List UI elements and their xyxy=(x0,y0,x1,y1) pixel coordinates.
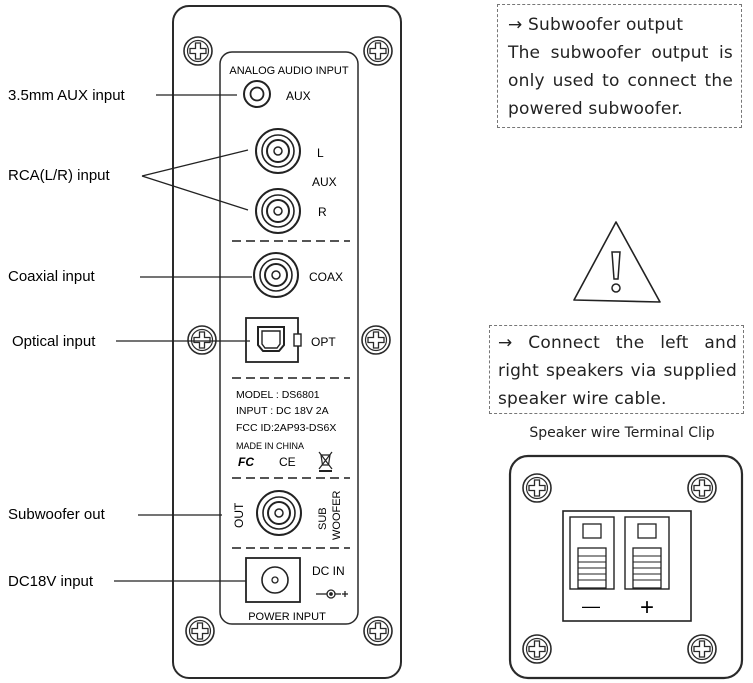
input-rating-text: INPUT : DC 18V 2A xyxy=(236,405,329,417)
callout-subwoofer-out: Subwoofer out xyxy=(8,506,106,523)
subwoofer-note-title: → Subwoofer output xyxy=(508,15,684,35)
callout-dc-input: DC18V input xyxy=(8,573,94,590)
speaker-note-line: right speakers via supplied xyxy=(498,361,737,381)
analog-audio-input-title: ANALOG AUDIO INPUT xyxy=(229,65,348,77)
made-in-text: MADE IN CHINA xyxy=(236,441,304,451)
weee-bin-icon xyxy=(318,451,333,472)
coax-label: COAX xyxy=(309,270,343,284)
panel-screw-icon xyxy=(363,36,393,66)
sub-label: SUB xyxy=(317,507,329,530)
rca-r-label: R xyxy=(318,205,327,219)
terminal-minus-label: — xyxy=(582,596,600,616)
subwoofer-jack-icon xyxy=(256,490,302,536)
terminal-title: Speaker wire Terminal Clip xyxy=(529,425,715,441)
coax-jack-icon xyxy=(253,252,299,298)
speaker-note-line: → Connect the left and xyxy=(498,333,737,353)
terminal-screw-icon xyxy=(687,634,717,664)
rca-right-jack-icon xyxy=(255,188,301,234)
sub-out-label: OUT xyxy=(232,502,246,528)
panel-screw-icon xyxy=(183,36,213,66)
aux-jack-icon xyxy=(243,80,271,108)
rca-aux-label: AUX xyxy=(312,175,337,189)
panel-screw-icon xyxy=(187,325,217,355)
terminal-screw-icon xyxy=(522,473,552,503)
terminal-plus-label: + xyxy=(640,594,654,621)
fcc-logo: FC xyxy=(238,455,254,469)
model-text: MODEL : DS6801 xyxy=(236,389,320,401)
optical-port-icon xyxy=(245,317,302,363)
callout-aux-input: 3.5mm AUX input xyxy=(8,87,126,104)
panel-screw-icon xyxy=(363,616,393,646)
leader-line xyxy=(141,149,249,177)
warning-icon xyxy=(573,221,661,303)
panel-screw-icon xyxy=(361,325,391,355)
speaker-terminal-icon xyxy=(508,454,744,680)
terminal-screw-icon xyxy=(522,634,552,664)
callout-rca-input: RCA(L/R) input xyxy=(8,167,111,184)
woofer-label: WOOFER xyxy=(331,490,343,540)
fcc-id-text: FCC ID:2AP93-DS6X xyxy=(236,422,336,434)
speaker-note-line: speaker wire cable. xyxy=(498,389,667,409)
subwoofer-note-line: powered subwoofer. xyxy=(508,99,683,119)
power-input-label: POWER INPUT xyxy=(248,611,326,623)
speaker-connection-note: → Connect the left and right speakers vi… xyxy=(489,325,744,414)
callout-optical-input: Optical input xyxy=(12,333,96,350)
subwoofer-note-line: only used to connect the xyxy=(508,71,733,91)
rca-left-jack-icon xyxy=(255,128,301,174)
dc-in-label: DC IN xyxy=(312,564,345,578)
dc-jack-icon xyxy=(245,557,301,603)
rca-l-label: L xyxy=(317,146,324,160)
aux-label: AUX xyxy=(286,89,311,103)
opt-label: OPT xyxy=(311,335,336,349)
ce-logo: CE xyxy=(279,455,296,469)
leader-line xyxy=(141,175,249,211)
dc-polarity-icon xyxy=(316,589,348,599)
callout-coaxial-input: Coaxial input xyxy=(8,268,96,285)
terminal-screw-icon xyxy=(687,473,717,503)
subwoofer-output-note: → Subwoofer output The subwoofer output … xyxy=(497,4,742,128)
subwoofer-note-line: The subwoofer output is xyxy=(508,43,733,63)
panel-screw-icon xyxy=(185,616,215,646)
